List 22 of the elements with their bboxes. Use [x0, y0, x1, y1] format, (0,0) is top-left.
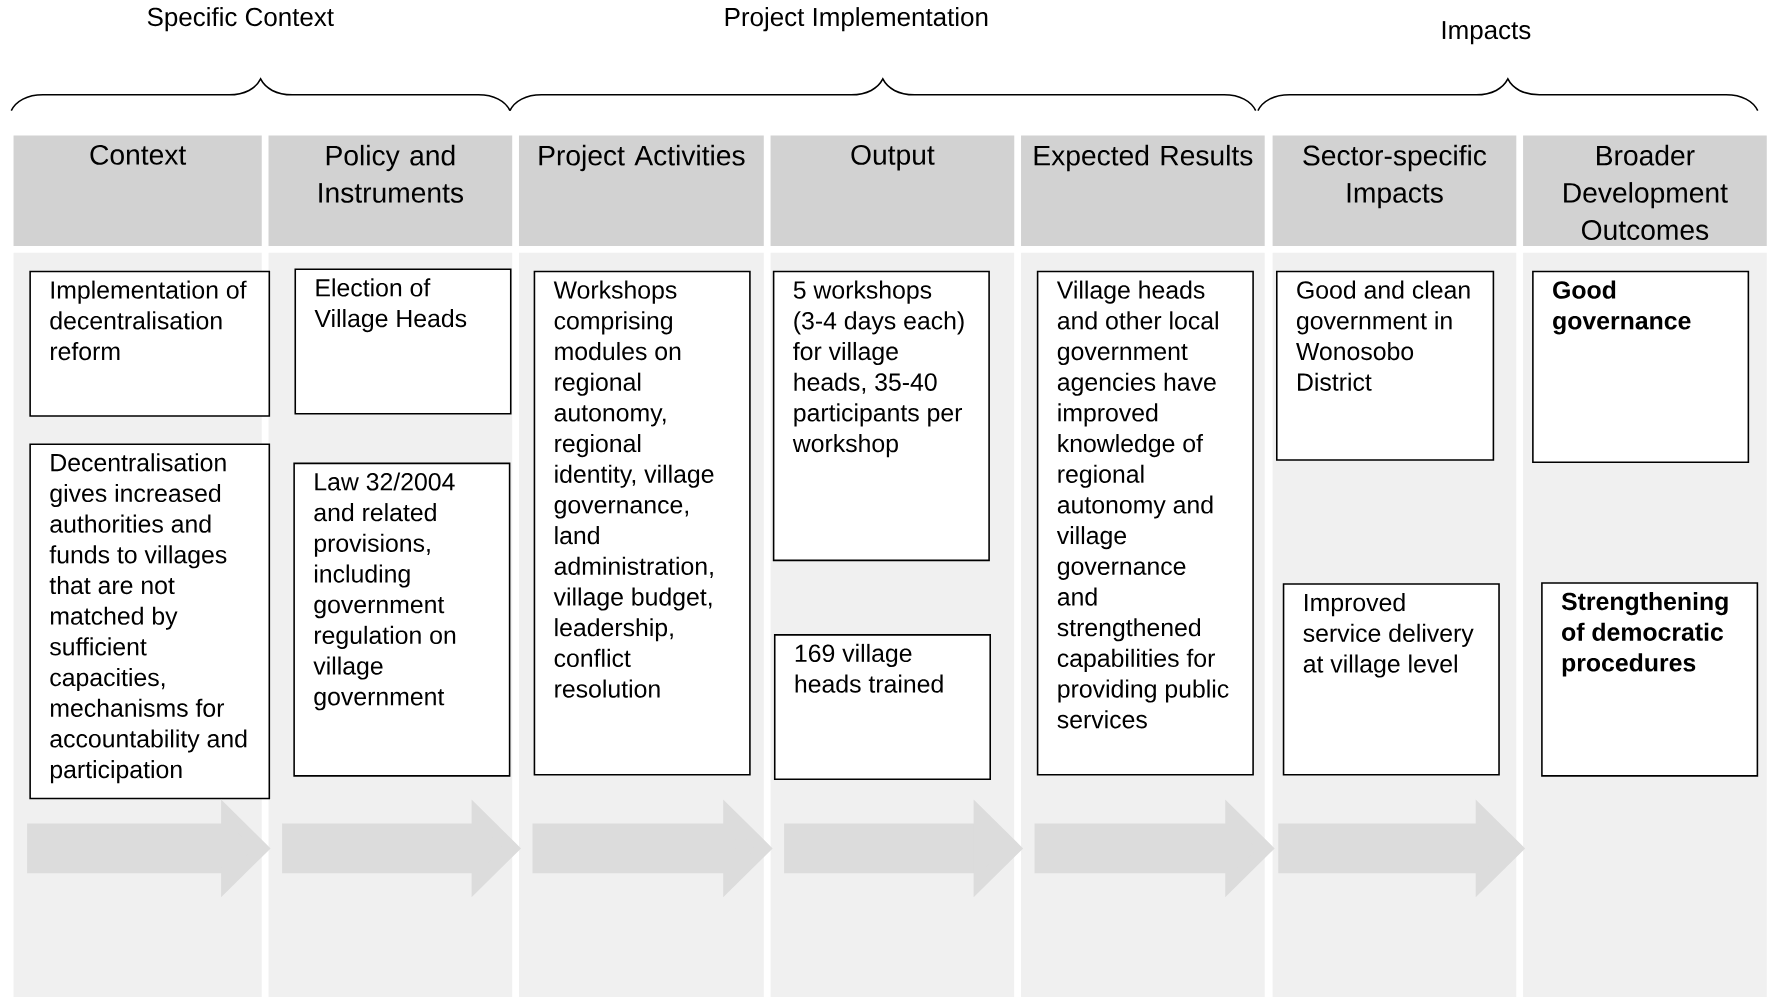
text-box: 169 village heads trained [773, 633, 991, 780]
text-box: Election of Village Heads [294, 268, 512, 415]
text-box: Strengthening of democratic procedures [1541, 582, 1759, 777]
text-box: Decentralisation gives increased authorities and funds to villages that are not matched by sufficient capacities, mechanisms for accountability and participation [29, 443, 271, 800]
node-label: Context [90, 144, 187, 165]
node-label: Output [851, 144, 935, 171]
text-box: Law 32/2004 and related provisions, including government regulation on village government [293, 462, 511, 777]
text-box: Village heads and other local government agencies have improved knowledge of regional autonomy and village governance and strengthened capabilities for providing public services [1036, 270, 1254, 776]
group-label: Specific Context [147, 6, 334, 32]
node-label: Expected Results [1034, 144, 1253, 171]
text-box: Good governance [1532, 270, 1750, 463]
text-box: Implementation of decentralisation reform [29, 270, 271, 417]
text-box: 5 workshops (3-4 days each) for village heads, 35-40 participants per workshop [772, 270, 990, 561]
node-label: Policy and Instruments [319, 144, 464, 203]
node-label: Broader Development Outcomes [1564, 144, 1728, 240]
text-box: Workshops comprising modules on regional autonomy, regional identity, village governance, land administration, village budget, leadership, conflict resolution [533, 270, 751, 776]
text-box: Improved service delivery at village level [1282, 583, 1500, 776]
node-label: Project Activities [539, 144, 745, 171]
text-box: Good and clean government in Wonosobo District [1276, 270, 1495, 461]
group-label: Impacts [1442, 20, 1531, 45]
node-label: Sector-specific Impacts [1303, 144, 1487, 209]
group-label: Project Implementation [725, 6, 988, 32]
